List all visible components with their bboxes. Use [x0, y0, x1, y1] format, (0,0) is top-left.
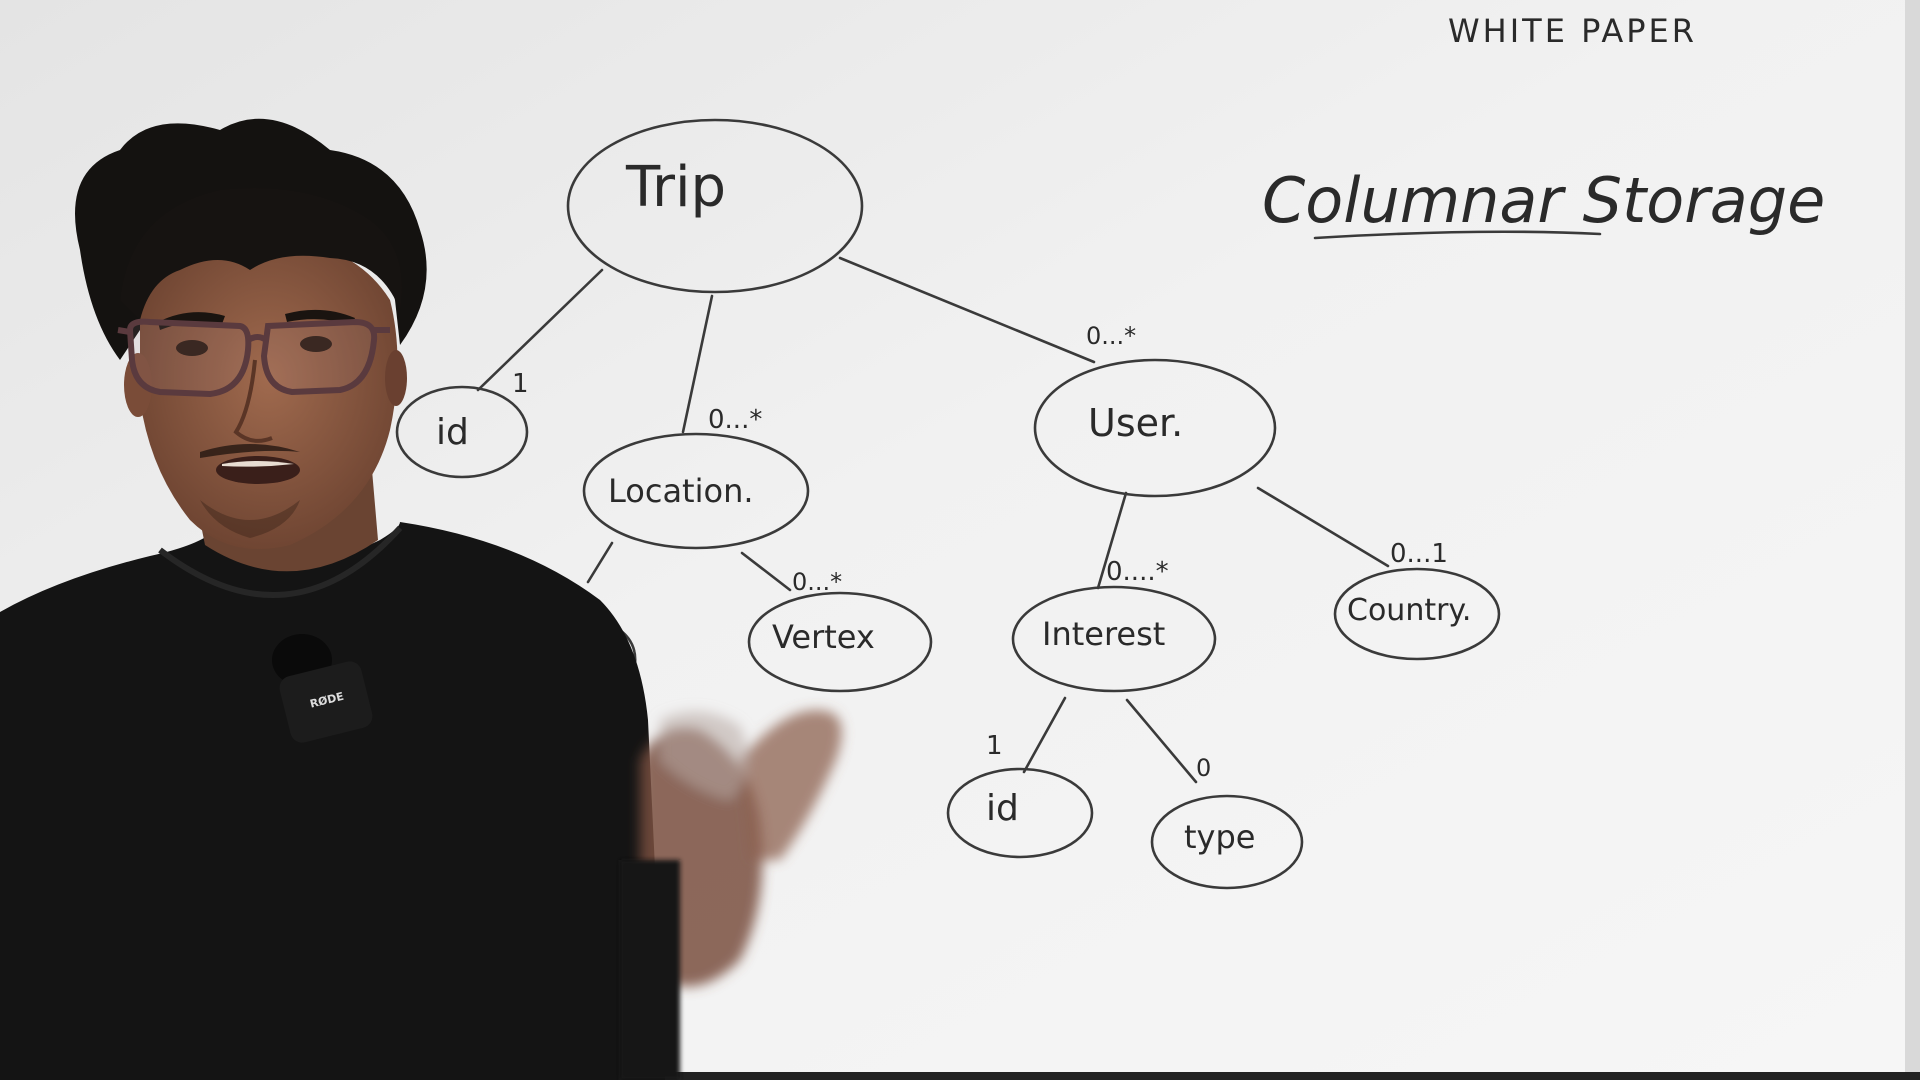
- node-user-label: User.: [1088, 401, 1183, 445]
- presenter-mustache: [200, 444, 300, 458]
- mult-trip-id: 1: [512, 369, 529, 399]
- arm-blur: [620, 860, 680, 1080]
- mult-location-vertex: 0...*: [792, 568, 842, 596]
- diagram-nodes: Trip id Location. Vertex User. Interest …: [395, 118, 1501, 890]
- mult-interest-type: 0: [1196, 754, 1211, 782]
- lavalier-mic: RØDE: [272, 634, 373, 743]
- node-trip-id-label: id: [436, 412, 469, 453]
- presenter-teeth: [222, 461, 294, 467]
- presenter-eye-right: [300, 336, 332, 352]
- node-country-label: Country.: [1347, 593, 1471, 628]
- edge-location-left: [586, 541, 614, 584]
- shirt-collar: [158, 525, 403, 599]
- node-user: User.: [1033, 358, 1277, 498]
- node-location-label: Location.: [608, 472, 754, 510]
- mult-trip-user: 0...*: [1086, 322, 1136, 350]
- presenter-shirt: [0, 522, 665, 1080]
- topic-title: Columnar Storage: [1262, 164, 1825, 237]
- node-vertex: Vertex: [747, 591, 933, 693]
- presenter-eye-left: [176, 340, 208, 356]
- edge-interest-id: [1022, 696, 1067, 774]
- edge-location-vertex: [740, 551, 792, 592]
- node-trip-id: id: [395, 385, 529, 479]
- presenter-glasses: [117, 318, 390, 398]
- mic-transmitter: [279, 661, 373, 743]
- node-country: Country.: [1333, 567, 1501, 661]
- floor-strip: [0, 1072, 1920, 1080]
- presenter-hair-fringe: [120, 188, 402, 320]
- node-interest: Interest: [1011, 585, 1217, 693]
- presenter-hair: [75, 118, 427, 360]
- node-interest-type-label: type: [1184, 818, 1255, 856]
- board-edge: [1905, 0, 1920, 1080]
- brand-title: WHITE PAPER: [1448, 12, 1697, 50]
- node-interest-label: Interest: [1042, 615, 1165, 653]
- edge-trip-id: [476, 268, 604, 392]
- topic-underline: [1313, 230, 1602, 240]
- presenter-beard: [200, 500, 300, 538]
- mult-trip-location: 0...*: [708, 405, 762, 435]
- edge-trip-location: [681, 294, 714, 434]
- node-vertex-label: Vertex: [772, 618, 875, 656]
- node-trip: Trip: [566, 118, 864, 294]
- edge-trip-user: [838, 256, 1096, 364]
- node-interest-type: type: [1150, 794, 1304, 890]
- mult-user-interest: 0....*: [1106, 557, 1169, 587]
- presenter: RØDE: [0, 118, 842, 1080]
- presenter-ear-right: [385, 350, 407, 406]
- presenter-mouth: [216, 456, 300, 484]
- edge-interest-type: [1125, 698, 1198, 784]
- mult-user-country: 0...1: [1390, 539, 1448, 569]
- mult-interest-id: 1: [986, 731, 1003, 761]
- edge-user-interest: [1096, 491, 1128, 590]
- diagram-edges: [476, 256, 1390, 784]
- multiplicity-labels: 1 0...* 0...* 0...* 0....* 0...1 1 0: [512, 322, 1448, 782]
- node-interest-id-label: id: [986, 788, 1019, 829]
- edge-user-country: [1256, 486, 1390, 568]
- presenter-nose: [233, 359, 273, 443]
- node-interest-id: id: [946, 767, 1094, 859]
- node-location: Location.: [582, 432, 810, 550]
- node-trip-label: Trip: [625, 155, 726, 220]
